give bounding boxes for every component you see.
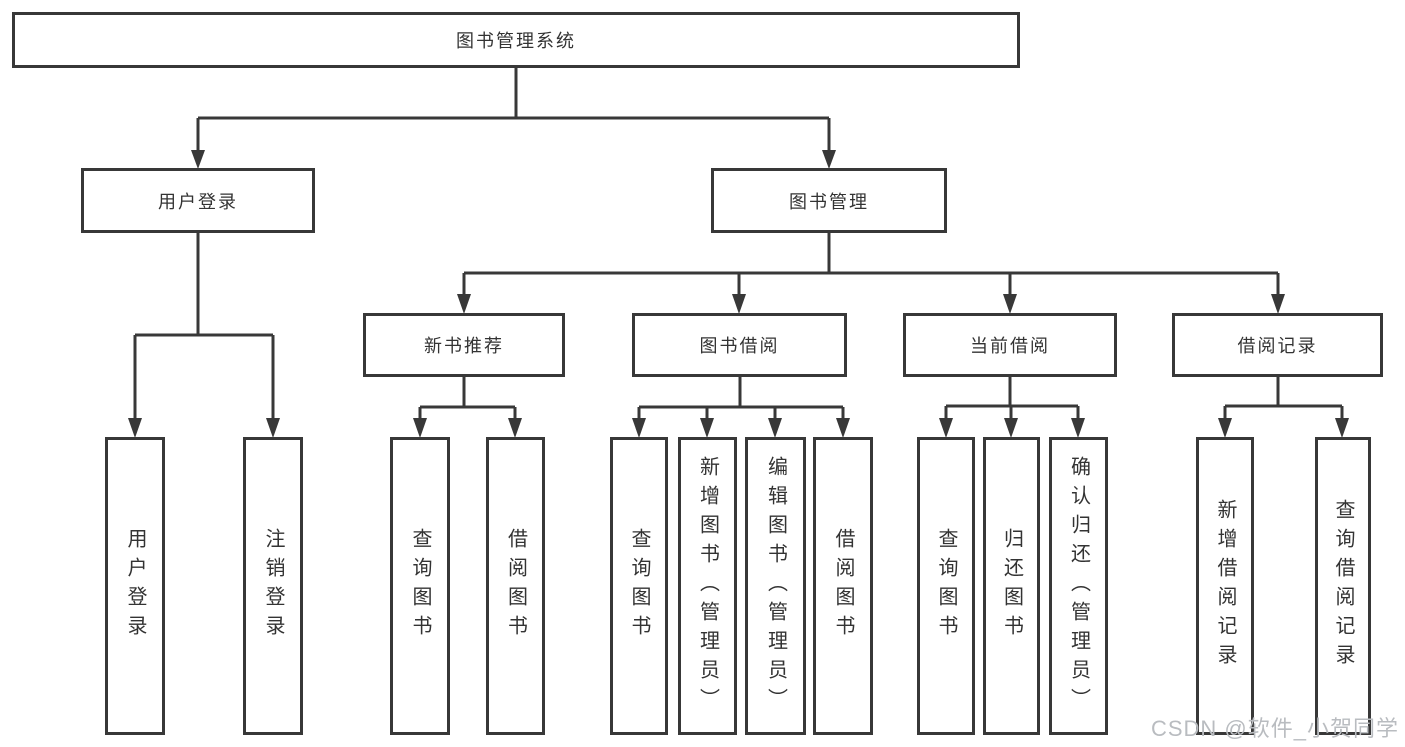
leaf-label: 编辑图书（管理员） — [764, 455, 787, 717]
leaf-user-login: 用户登录 — [105, 437, 165, 735]
leaf-label: 借阅图书 — [832, 528, 854, 644]
leaf-label: 查询图书 — [628, 528, 650, 644]
node-book-borrow: 图书借阅 — [632, 313, 847, 377]
node-label: 图书借阅 — [699, 336, 780, 356]
leaf-label: 确认归还（管理员） — [1067, 455, 1090, 717]
node-current-borrow: 当前借阅 — [903, 313, 1117, 377]
leaf-bb-edit-books-admin: 编辑图书（管理员） — [745, 437, 806, 735]
connector-user-login-to-leaves — [128, 233, 280, 438]
connector-book-borrow-to-leaves — [632, 377, 850, 438]
connector-new-book-recommend-to-leaves — [413, 377, 522, 438]
node-label: 图书管理 — [789, 191, 869, 212]
leaf-label: 新增图书（管理员） — [696, 455, 719, 717]
leaf-label: 查询图书 — [409, 528, 431, 644]
leaf-label: 查询借阅记录 — [1332, 499, 1354, 673]
leaf-label: 借阅图书 — [504, 528, 527, 644]
leaf-cb-query-books: 查询图书 — [917, 437, 975, 735]
connector-current-borrow-to-leaves — [939, 377, 1085, 438]
node-label: 新书推荐 — [424, 336, 504, 356]
node-user-login: 用户登录 — [81, 168, 315, 233]
leaf-nbr-query-books: 查询图书 — [390, 437, 450, 735]
leaf-bb-add-books-admin: 新增图书（管理员） — [678, 437, 737, 735]
leaf-nbr-borrow-books: 借阅图书 — [486, 437, 545, 735]
leaf-br-query-record: 查询借阅记录 — [1315, 437, 1371, 735]
leaf-logout-login: 注销登录 — [243, 437, 303, 735]
node-label: 用户登录 — [158, 191, 238, 212]
node-library-management-system: 图书管理系统 — [12, 12, 1020, 68]
leaf-bb-query-books: 查询图书 — [610, 437, 668, 735]
leaf-bb-borrow-books: 借阅图书 — [813, 437, 873, 735]
leaf-cb-return-books: 归还图书 — [983, 437, 1040, 735]
node-label: 借阅记录 — [1237, 336, 1318, 356]
leaf-br-add-record: 新增借阅记录 — [1196, 437, 1254, 735]
connector-root-to-level2 — [191, 68, 836, 169]
node-label: 图书管理系统 — [456, 31, 576, 51]
node-book-management: 图书管理 — [711, 168, 947, 233]
leaf-label: 用户登录 — [124, 528, 146, 644]
csdn-watermark: CSDN @软件_小贺同学 — [1150, 716, 1399, 741]
connector-book-management-to-level3 — [457, 233, 1285, 314]
leaf-label: 新增借阅记录 — [1214, 499, 1236, 673]
node-new-book-recommend: 新书推荐 — [363, 313, 565, 377]
node-label: 当前借阅 — [970, 336, 1050, 356]
connector-borrow-records-to-leaves — [1218, 377, 1349, 438]
node-borrow-records: 借阅记录 — [1172, 313, 1383, 377]
leaf-label: 查询图书 — [935, 528, 957, 644]
leaf-cb-confirm-return-admin: 确认归还（管理员） — [1049, 437, 1108, 735]
leaf-label: 归还图书 — [1000, 528, 1023, 644]
leaf-label: 注销登录 — [262, 528, 284, 644]
